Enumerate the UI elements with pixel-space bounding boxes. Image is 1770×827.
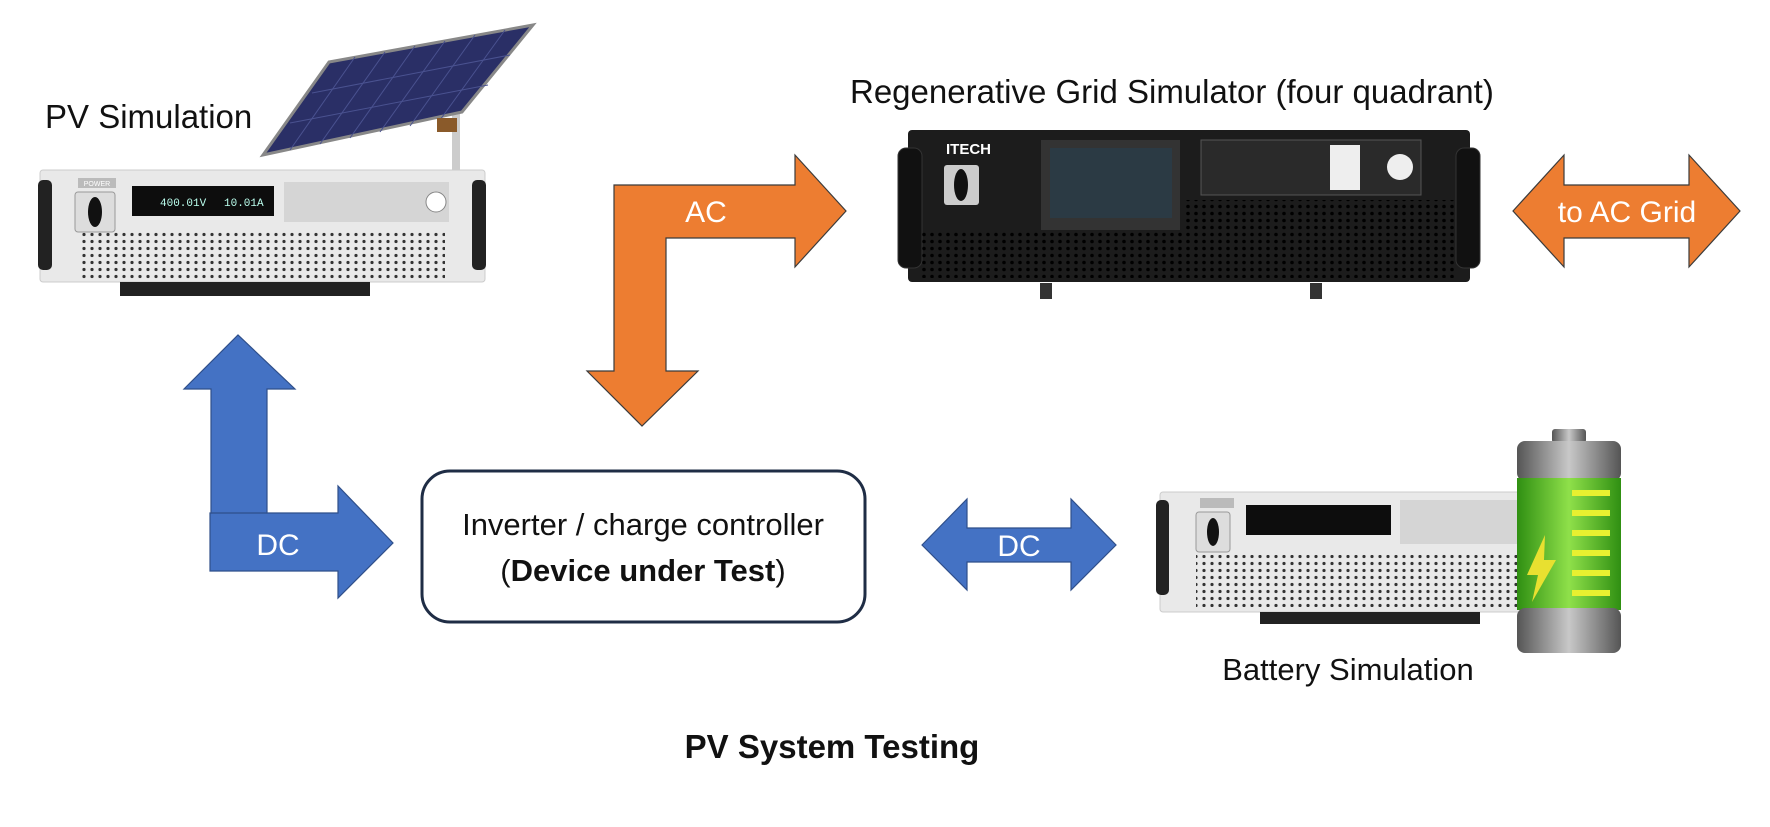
pv-display-voltage: 400.01V	[160, 198, 207, 210]
dc-battery-arrow	[921, 497, 1117, 592]
dut-line1: Inverter / charge controller	[462, 507, 824, 542]
pv-simulation-label: PV Simulation	[45, 98, 252, 135]
battery-icon	[1517, 429, 1621, 653]
battery-simulator-device	[1156, 491, 1526, 624]
dc-pv-arrow-label: DC	[256, 529, 299, 562]
itech-logo: ITECH	[946, 141, 991, 158]
to-ac-grid-label: to AC Grid	[1558, 196, 1696, 229]
grid-simulator-label: Regenerative Grid Simulator (four quadra…	[850, 73, 1494, 110]
dut-bold: Device under Test	[511, 553, 776, 588]
battery-simulation-label: Battery Simulation	[1222, 652, 1474, 687]
dc-pv-arrow	[182, 334, 394, 600]
power-label: POWER	[84, 181, 110, 188]
ac-arrow-label: AC	[685, 196, 727, 229]
diagram-title: PV System Testing	[685, 728, 980, 765]
ac-arrow	[585, 153, 847, 427]
dc-battery-arrow-label: DC	[997, 530, 1040, 563]
device-under-test-box	[420, 469, 867, 624]
to-ac-grid-arrow	[1512, 153, 1741, 269]
grid-simulator-device: ITECH	[897, 130, 1481, 299]
dut-line2: (Device under Test)	[500, 553, 785, 588]
pv-display-current: 10.01A	[224, 198, 264, 210]
pv-simulator-device: POWER 400.01V 10.01A	[38, 169, 486, 296]
